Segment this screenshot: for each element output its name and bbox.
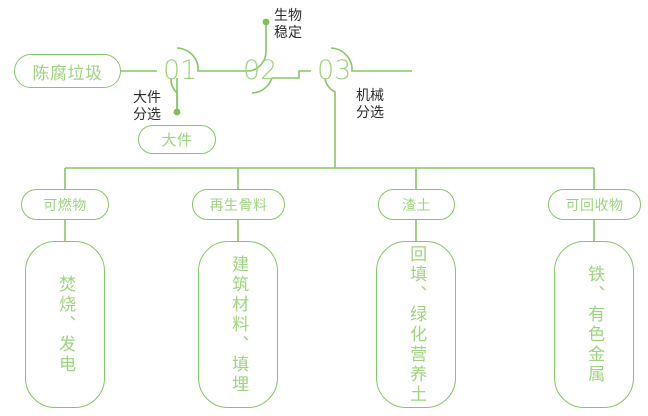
stage-number-01[interactable]: 01: [163, 57, 197, 84]
node-output-detail-4[interactable]: 铁、有色金属: [554, 241, 634, 408]
node-source-waste[interactable]: 陈腐垃圾: [14, 54, 121, 88]
stage-number-02-text: 02: [243, 55, 278, 86]
stage02-upper-arc-to-bio-label: [243, 22, 267, 72]
node-side-output-bulky[interactable]: 大件: [138, 125, 216, 154]
node-output-detail-4-text: 铁、有色金属: [584, 264, 605, 385]
node-source-waste-label: 陈腐垃圾: [32, 63, 103, 84]
node-output-category-3-label: 渣土: [402, 197, 431, 214]
stage-01-process-line2: 分选: [133, 106, 161, 123]
node-side-output-bulky-label: 大件: [161, 131, 193, 149]
stage-03-process-line2: 分选: [356, 104, 384, 121]
stage-01-process-line1: 大件: [133, 90, 161, 106]
stage-02-process-line2: 稳定: [274, 24, 302, 41]
stage-number-02[interactable]: 02: [243, 57, 277, 84]
stage-number-03[interactable]: 03: [317, 57, 351, 84]
node-output-category-4[interactable]: 可回收物: [548, 189, 641, 220]
node-output-detail-1-text: 焚烧、发电: [55, 274, 76, 375]
stage-02-process-label: 生物 稳定: [274, 8, 302, 41]
node-output-category-1[interactable]: 可燃物: [21, 189, 109, 220]
node-output-category-2[interactable]: 再生骨料: [192, 189, 285, 220]
stage-03-process-line1: 机械: [356, 88, 384, 104]
stage03-arc-and-exit-line: [330, 47, 412, 72]
node-output-detail-3[interactable]: 回填、绿化营养土: [376, 241, 456, 408]
node-output-category-2-label: 再生骨料: [209, 197, 268, 214]
node-output-category-4-label: 可回收物: [565, 197, 624, 214]
stage-number-01-text: 01: [163, 55, 198, 86]
node-output-detail-2-text: 建筑材料、填埋: [228, 254, 249, 395]
node-output-detail-3-text: 回填、绿化营养土: [406, 244, 427, 405]
bio-label-endpoint-dot: [262, 18, 270, 26]
node-output-detail-2[interactable]: 建筑材料、填埋: [198, 241, 278, 408]
stage01-lower-left-arc: [170, 77, 178, 112]
stage-03-process-label: 机械 分选: [356, 88, 384, 121]
stage-01-process-label: 大件 分选: [133, 90, 161, 123]
stage-02-process-line1: 生物: [274, 8, 302, 24]
bulky-branch-endpoint-dot: [173, 108, 181, 116]
stage-number-03-text: 03: [317, 55, 352, 86]
stage01-arc-and-link-to-stage02: [176, 47, 243, 72]
node-output-category-3[interactable]: 渣土: [378, 189, 455, 220]
node-output-detail-1[interactable]: 焚烧、发电: [25, 241, 105, 408]
stage03-down-to-bus: [324, 77, 336, 168]
stage02-lower-arc-and-link-to-stage03: [251, 70, 311, 94]
node-output-category-1-label: 可燃物: [43, 197, 87, 214]
